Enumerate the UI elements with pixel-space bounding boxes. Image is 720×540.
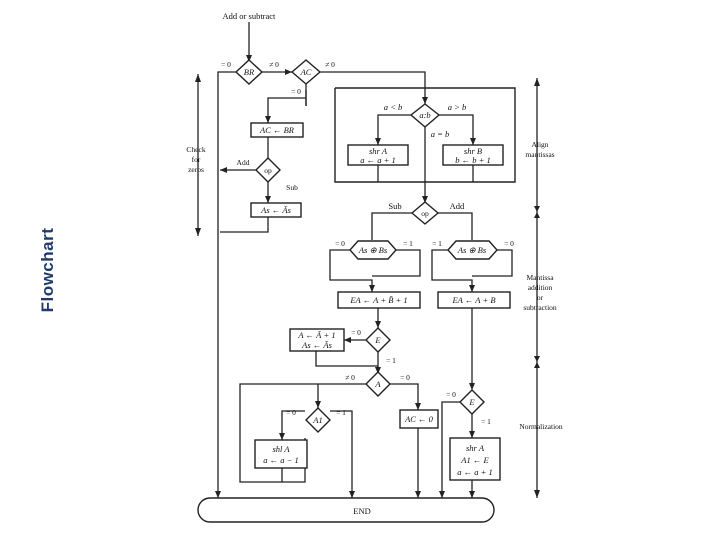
e-decision-1: E = 0 = 1 — [351, 327, 396, 365]
op-decision-1: op Add Sub — [237, 157, 298, 192]
br-eq0-label: = 0 — [221, 60, 231, 69]
a1-eq0-label: = 0 — [286, 408, 296, 417]
shr-b-line2: b ← b + 1 — [455, 155, 491, 165]
br-label: BR — [244, 67, 255, 77]
complement-line1: A ← Ā + 1 — [297, 330, 335, 340]
complement-box: A ← Ā + 1 As ← Ās — [289, 328, 345, 352]
xor2-eq1-label: = 1 — [432, 239, 442, 248]
ab-decision: a:b a < b a > b a = b — [384, 102, 467, 139]
start-label: Add or subtract — [223, 11, 277, 21]
shl-a-line2: a ← a − 1 — [263, 455, 299, 465]
sign-xor-decision-1: As ⊕ Bs = 0 = 1 — [335, 239, 413, 260]
ab-gt-label: a > b — [448, 102, 467, 112]
a1-eq1-label: = 1 — [336, 408, 346, 417]
a-ne0-label: ≠ 0 — [345, 373, 355, 382]
op1-add-label: Add — [237, 158, 250, 167]
shr-a-normalize-box: shr A A1 ← E a ← a + 1 — [449, 437, 501, 481]
shl-a-line1: shl A — [272, 444, 290, 454]
complement-line2: As ← Ās — [301, 340, 332, 350]
xor2-eq0-label: = 0 — [504, 239, 514, 248]
xor2-label: As ⊕ Bs — [457, 245, 487, 255]
op2-sub-label: Sub — [388, 201, 401, 211]
flow-connectors — [217, 22, 516, 498]
br-ne0-label: ≠ 0 — [269, 60, 279, 69]
section-brackets — [195, 74, 540, 498]
e2-eq1-label: = 1 — [481, 417, 491, 426]
mantissa-label-1: Mantissa — [526, 273, 554, 282]
shr-b-box: shr B b ← b + 1 — [442, 144, 504, 166]
op-decision-2: op Sub Add — [388, 201, 465, 225]
normalization-label: Normalization — [519, 422, 563, 431]
check-label-1: Check — [186, 145, 205, 154]
op2-label: op — [421, 209, 429, 218]
ab-label: a:b — [419, 110, 430, 120]
op1-sub-label: Sub — [286, 183, 298, 192]
ac-br-box: AC ← BR — [250, 122, 304, 138]
shr-a2-line1: shr A — [466, 443, 485, 453]
shr-a2-line3: a ← a + 1 — [457, 467, 493, 477]
a-label: A — [374, 379, 381, 389]
e2-label: E — [468, 397, 475, 407]
shr-a-box: shr A a ← a + 1 — [347, 144, 409, 166]
ac-zero-box: AC ← 0 — [399, 409, 439, 429]
op2-add-label: Add — [450, 201, 465, 211]
shr-a-line2: a ← a + 1 — [360, 155, 396, 165]
ea-add-text: EA ← A + B — [451, 295, 495, 305]
op1-label: op — [264, 166, 272, 175]
ea-subtract-box: EA ← A + B̄ + 1 — [337, 291, 421, 309]
ac-decision: AC ≠ 0 = 0 — [290, 59, 335, 96]
mantissa-label-3: or — [537, 293, 544, 302]
ab-lt-label: a < b — [384, 102, 403, 112]
br-decision: BR = 0 ≠ 0 — [221, 59, 279, 85]
check-label-3: zeros — [188, 165, 204, 174]
e2-eq0-label: = 0 — [446, 390, 456, 399]
mantissa-label-2: addition — [528, 283, 553, 292]
e1-label: E — [374, 335, 381, 345]
ea-subtract-text: EA ← A + B̄ + 1 — [349, 295, 407, 305]
align-label-2: mantissas — [525, 150, 554, 159]
a-eq0-label: = 0 — [400, 373, 410, 382]
check-label-2: for — [192, 155, 201, 164]
xor1-label: As ⊕ Bs — [358, 245, 388, 255]
a1-label: A1 — [312, 415, 322, 425]
a-decision: A ≠ 0 = 0 — [345, 371, 410, 397]
align-label-1: Align — [531, 140, 548, 149]
ac-eq0-label: = 0 — [291, 87, 301, 96]
section-labels: Check for zeros Align mantissas Mantissa… — [186, 140, 562, 431]
mantissa-label-4: subtraction — [523, 303, 557, 312]
e1-eq0-label: = 0 — [351, 328, 361, 337]
sign-complement-box: As ← Ās — [250, 202, 302, 218]
ac-ne0-label: ≠ 0 — [325, 60, 335, 69]
ac-label: AC — [300, 67, 312, 77]
e-decision-2: E = 0 = 1 — [446, 389, 491, 426]
sign-complement-text: As ← Ās — [260, 205, 291, 215]
sign-xor-decision-2: As ⊕ Bs = 1 = 0 — [432, 239, 514, 260]
xor1-eq0-label: = 0 — [335, 239, 345, 248]
flow-arrowheads — [215, 55, 476, 498]
ac-zero-text: AC ← 0 — [404, 414, 434, 424]
ab-eq-label: a = b — [431, 129, 450, 139]
shr-a2-line2: A1 ← E — [460, 455, 489, 465]
end-label: END — [353, 506, 370, 516]
ac-br-text: AC ← BR — [259, 125, 295, 135]
ea-add-box: EA ← A + B — [437, 291, 511, 309]
shr-b-line1: shr B — [464, 146, 482, 156]
xor1-eq1-label: = 1 — [403, 239, 413, 248]
shl-a-box: shl A a ← a − 1 — [254, 439, 308, 469]
end-terminal: END — [197, 497, 495, 523]
e1-eq1-label: = 1 — [386, 356, 396, 365]
a1-decision: A1 = 0 = 1 — [286, 407, 346, 433]
shr-a-line1: shr A — [369, 146, 388, 156]
